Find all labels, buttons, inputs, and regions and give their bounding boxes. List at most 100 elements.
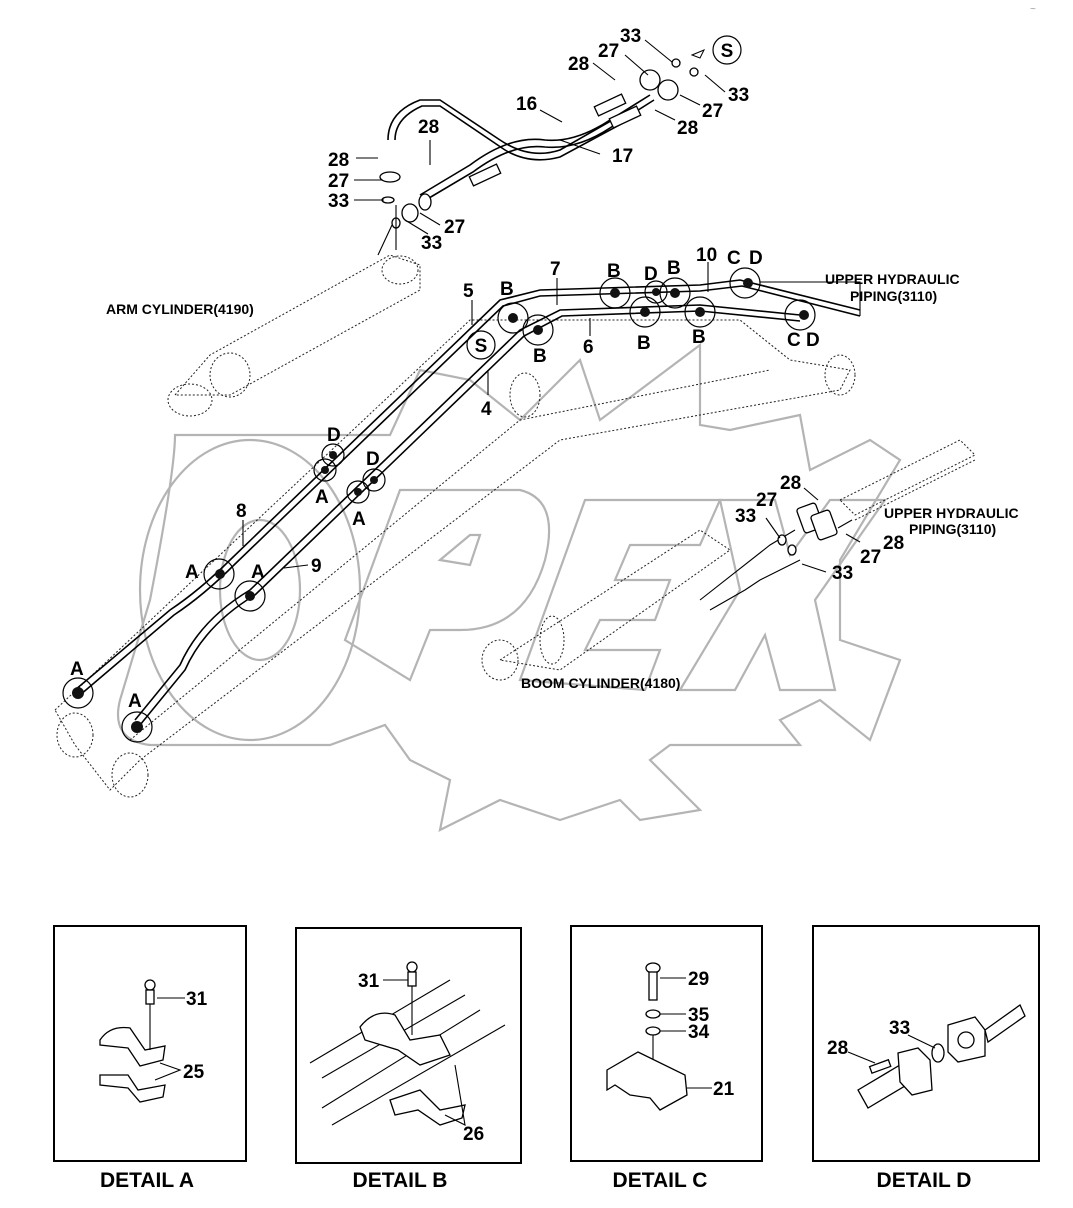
watermark-letter-o: [138, 438, 362, 742]
s-marker-boom: [466, 330, 496, 360]
upper-piping-ref-right: PIPING(3110): [909, 521, 996, 537]
callout-27: 27: [598, 41, 619, 62]
clamp-markers: [62, 267, 816, 743]
boom-cylinder-label: BOOM CYLINDER(4180): [521, 675, 680, 691]
callout-28: 28: [328, 150, 349, 171]
callout-31: 31: [358, 971, 380, 992]
callout-28: 28: [418, 117, 439, 138]
detail-c: 29 35 34 21 DETAIL C: [570, 925, 763, 1192]
watermark-letter-p: [343, 488, 551, 682]
callout-21: 21: [713, 1079, 735, 1100]
upper-piping-ref-top: PIPING(3110): [850, 288, 937, 304]
callout-detail-c: C: [787, 330, 801, 351]
detail-d: 28 33 DETAIL D: [812, 925, 1040, 1192]
callout-detail-b: B: [500, 279, 514, 300]
callout-26: 26: [463, 1124, 484, 1145]
detail-d-caption: DETAIL D: [877, 1169, 972, 1192]
callout-27: 27: [756, 490, 777, 511]
detail-b: 31 26 DETAIL B: [295, 927, 522, 1192]
corner-mark: ~: [1030, 4, 1036, 15]
component-labels: ARM CYLINDER(4190) BOOM CYLINDER(4180) U…: [106, 271, 1019, 691]
s-marker-boom-label: S: [475, 336, 488, 357]
detail-c-caption: DETAIL C: [613, 1169, 708, 1192]
callout-27: 27: [444, 217, 465, 238]
s-marker-top-label: S: [721, 41, 734, 62]
watermark-letter-o-inner: [218, 518, 302, 662]
callout-4: 4: [481, 399, 492, 420]
callout-28: 28: [827, 1038, 848, 1059]
upper-piping-label-right: UPPER HYDRAULIC: [884, 505, 1019, 521]
twin-clamp-icon: [309, 961, 506, 1126]
boom-leaders: [242, 262, 861, 573]
callout-detail-a: A: [251, 562, 265, 583]
callout-detail-b: B: [533, 346, 547, 367]
callout-detail-a: A: [128, 691, 142, 712]
top-pipes-16-17: [379, 49, 706, 229]
boom-cylinder-callouts: 28 27 33 28 27 33: [735, 473, 904, 584]
callout-detail-b: B: [667, 258, 681, 279]
callout-8: 8: [236, 501, 247, 522]
callout-detail-d: D: [749, 248, 763, 269]
detail-d-frame: [812, 925, 1040, 1162]
callout-5: 5: [463, 281, 474, 302]
callout-6: 6: [583, 337, 594, 358]
pipe-support-icon: [606, 962, 688, 1111]
callout-31: 31: [186, 989, 208, 1010]
callout-detail-c: C: [727, 248, 741, 269]
callout-33: 33: [328, 191, 349, 212]
boom-cylinder: [481, 529, 801, 681]
arrow-icon: [690, 49, 706, 59]
arm-cylinder: [167, 224, 421, 417]
detail-c-frame: [570, 925, 763, 1162]
callout-detail-d: D: [366, 449, 380, 470]
callout-28: 28: [883, 533, 904, 554]
callout-detail-d: D: [327, 425, 341, 446]
callout-detail-b: B: [637, 333, 651, 354]
callout-28: 28: [780, 473, 801, 494]
callout-detail-d: D: [806, 330, 820, 351]
callout-detail-a: A: [315, 487, 329, 508]
callout-detail-b: B: [692, 327, 706, 348]
detail-a: 31 25 DETAIL A: [53, 925, 247, 1192]
watermark-letter-x: [678, 498, 888, 692]
opex-watermark: [116, 342, 902, 832]
section-s-markers: S S: [466, 35, 742, 360]
top-callouts: 33 27 28 33 27 28 16 17 28 28 27 33 27 3…: [328, 26, 749, 254]
callout-detail-d: D: [644, 264, 658, 285]
boom-callouts: 5 B 7 B D B 10 C D B 6 B B C D 4 D D A A…: [70, 245, 820, 712]
callout-detail-a: A: [185, 562, 199, 583]
callout-7: 7: [550, 259, 561, 280]
callout-10: 10: [696, 245, 717, 266]
detail-b-frame: [295, 927, 522, 1164]
callout-33: 33: [889, 1018, 910, 1039]
callout-27: 27: [328, 171, 349, 192]
callout-28: 28: [568, 54, 589, 75]
flange-joint-icon: [857, 1004, 1026, 1109]
callout-17: 17: [612, 146, 633, 167]
callout-27: 27: [702, 101, 723, 122]
callout-detail-a: A: [70, 659, 84, 680]
callout-34: 34: [688, 1022, 710, 1043]
arm-cylinder-label: ARM CYLINDER(4190): [106, 301, 254, 317]
callout-29: 29: [688, 969, 709, 990]
callout-33: 33: [620, 26, 641, 47]
clamp-icon: [99, 979, 166, 1103]
callout-9: 9: [311, 556, 322, 577]
boom-structure: [54, 319, 856, 798]
detail-a-frame: [53, 925, 247, 1162]
detail-b-caption: DETAIL B: [353, 1169, 448, 1192]
s-marker-top: [712, 35, 742, 65]
callout-33: 33: [735, 506, 756, 527]
callout-33: 33: [832, 563, 853, 584]
boom-cylinder-flanges: [777, 439, 976, 556]
watermark-gear-outline: [116, 342, 902, 832]
detail-a-caption: DETAIL A: [100, 1169, 194, 1192]
top-leaders: [354, 39, 726, 250]
callout-28: 28: [677, 118, 698, 139]
callout-33: 33: [421, 233, 442, 254]
callout-27: 27: [860, 547, 881, 568]
callout-33: 33: [728, 85, 749, 106]
upper-piping-label-top: UPPER HYDRAULIC: [825, 271, 960, 287]
callout-16: 16: [516, 94, 537, 115]
